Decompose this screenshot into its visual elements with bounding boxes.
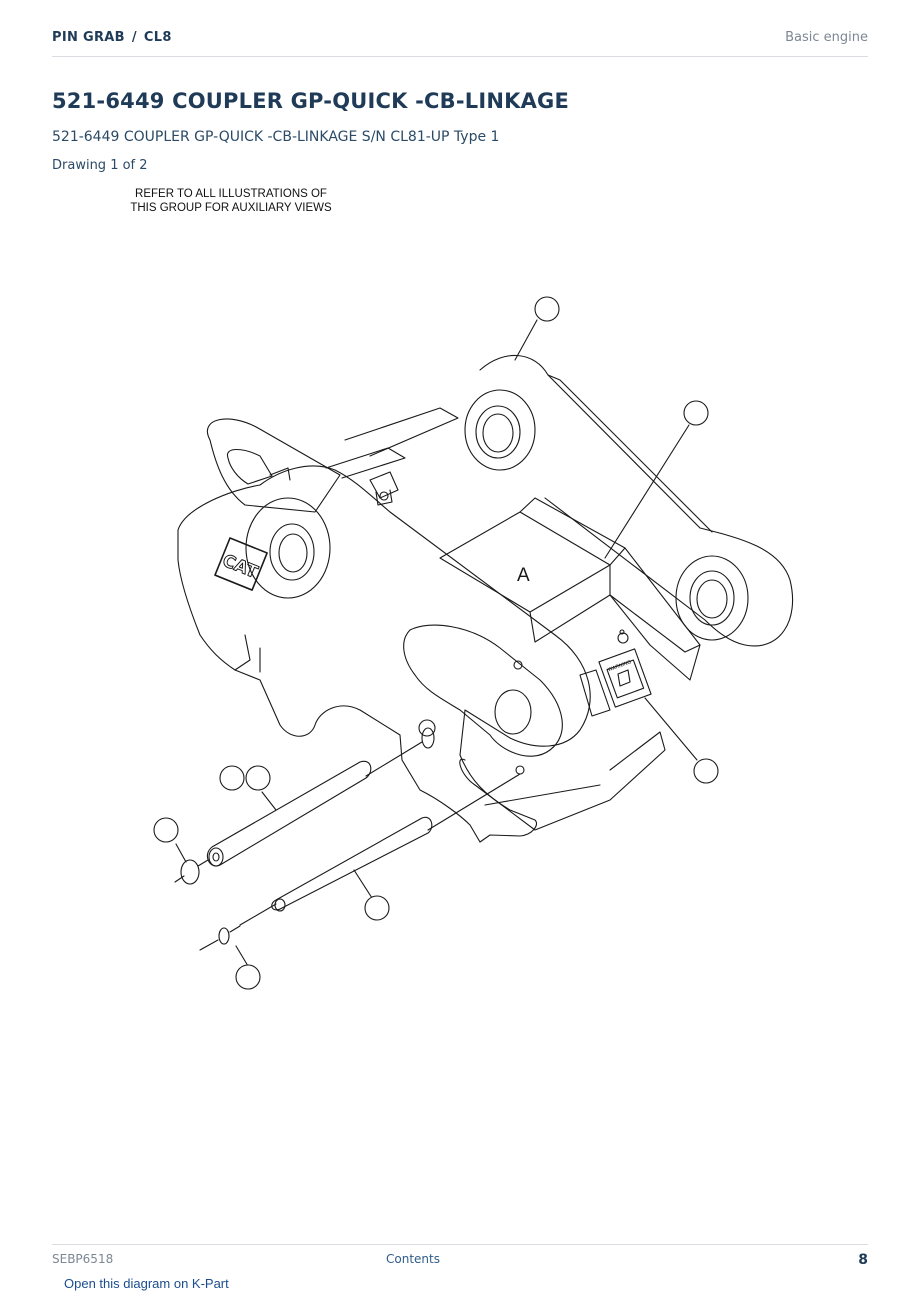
page-header: PIN GRAB / CL8 Basic engine xyxy=(52,28,868,57)
callout-bubble xyxy=(153,817,179,843)
contents-link[interactable]: Contents xyxy=(386,1252,440,1266)
coupler-body xyxy=(177,355,794,843)
section-label: Basic engine xyxy=(785,30,868,45)
view-label: A xyxy=(517,565,530,586)
callout-leaders xyxy=(175,319,698,967)
retaining-rings xyxy=(174,859,241,951)
callout-bubble xyxy=(245,765,271,791)
pin-lower xyxy=(239,773,521,926)
note-line-1: REFER TO ALL ILLUSTRATIONS OF xyxy=(135,188,327,200)
breadcrumb-item-model[interactable]: CL8 xyxy=(143,30,172,45)
callout-bubble xyxy=(235,964,261,990)
callout-bubble xyxy=(683,400,709,426)
cat-logo-text: CAT xyxy=(220,551,261,583)
note-line-2: THIS GROUP FOR AUXILIARY VIEWS xyxy=(130,202,332,214)
page-subtitle: 521-6449 COUPLER GP-QUICK -CB-LINKAGE S/… xyxy=(52,129,500,145)
footer-divider xyxy=(52,1244,868,1245)
callout-bubble xyxy=(219,765,245,791)
document-id: SEBP6518 xyxy=(52,1252,114,1266)
page-title: 521-6449 COUPLER GP-QUICK -CB-LINKAGE xyxy=(52,89,570,113)
breadcrumb-item-pin-grab[interactable]: PIN GRAB xyxy=(52,30,125,45)
breadcrumb-separator: / xyxy=(131,30,137,45)
breadcrumb: PIN GRAB / CL8 xyxy=(52,30,172,45)
parts-diagram: CAT WARNING A xyxy=(153,296,794,990)
drawing-label: Drawing 1 of 2 xyxy=(52,158,148,173)
illustration-note: REFER TO ALL ILLUSTRATIONS OF THIS GROUP… xyxy=(120,187,342,215)
open-in-kpart-link[interactable]: Open this diagram on K-Part xyxy=(64,1276,229,1291)
pin-upper xyxy=(206,727,435,867)
callout-bubble xyxy=(364,895,390,921)
callout-bubbles xyxy=(153,296,719,990)
callout-bubble xyxy=(693,758,719,784)
cat-logo: CAT xyxy=(214,537,268,591)
callout-bubble xyxy=(534,296,560,322)
page-number: 8 xyxy=(858,1252,868,1268)
